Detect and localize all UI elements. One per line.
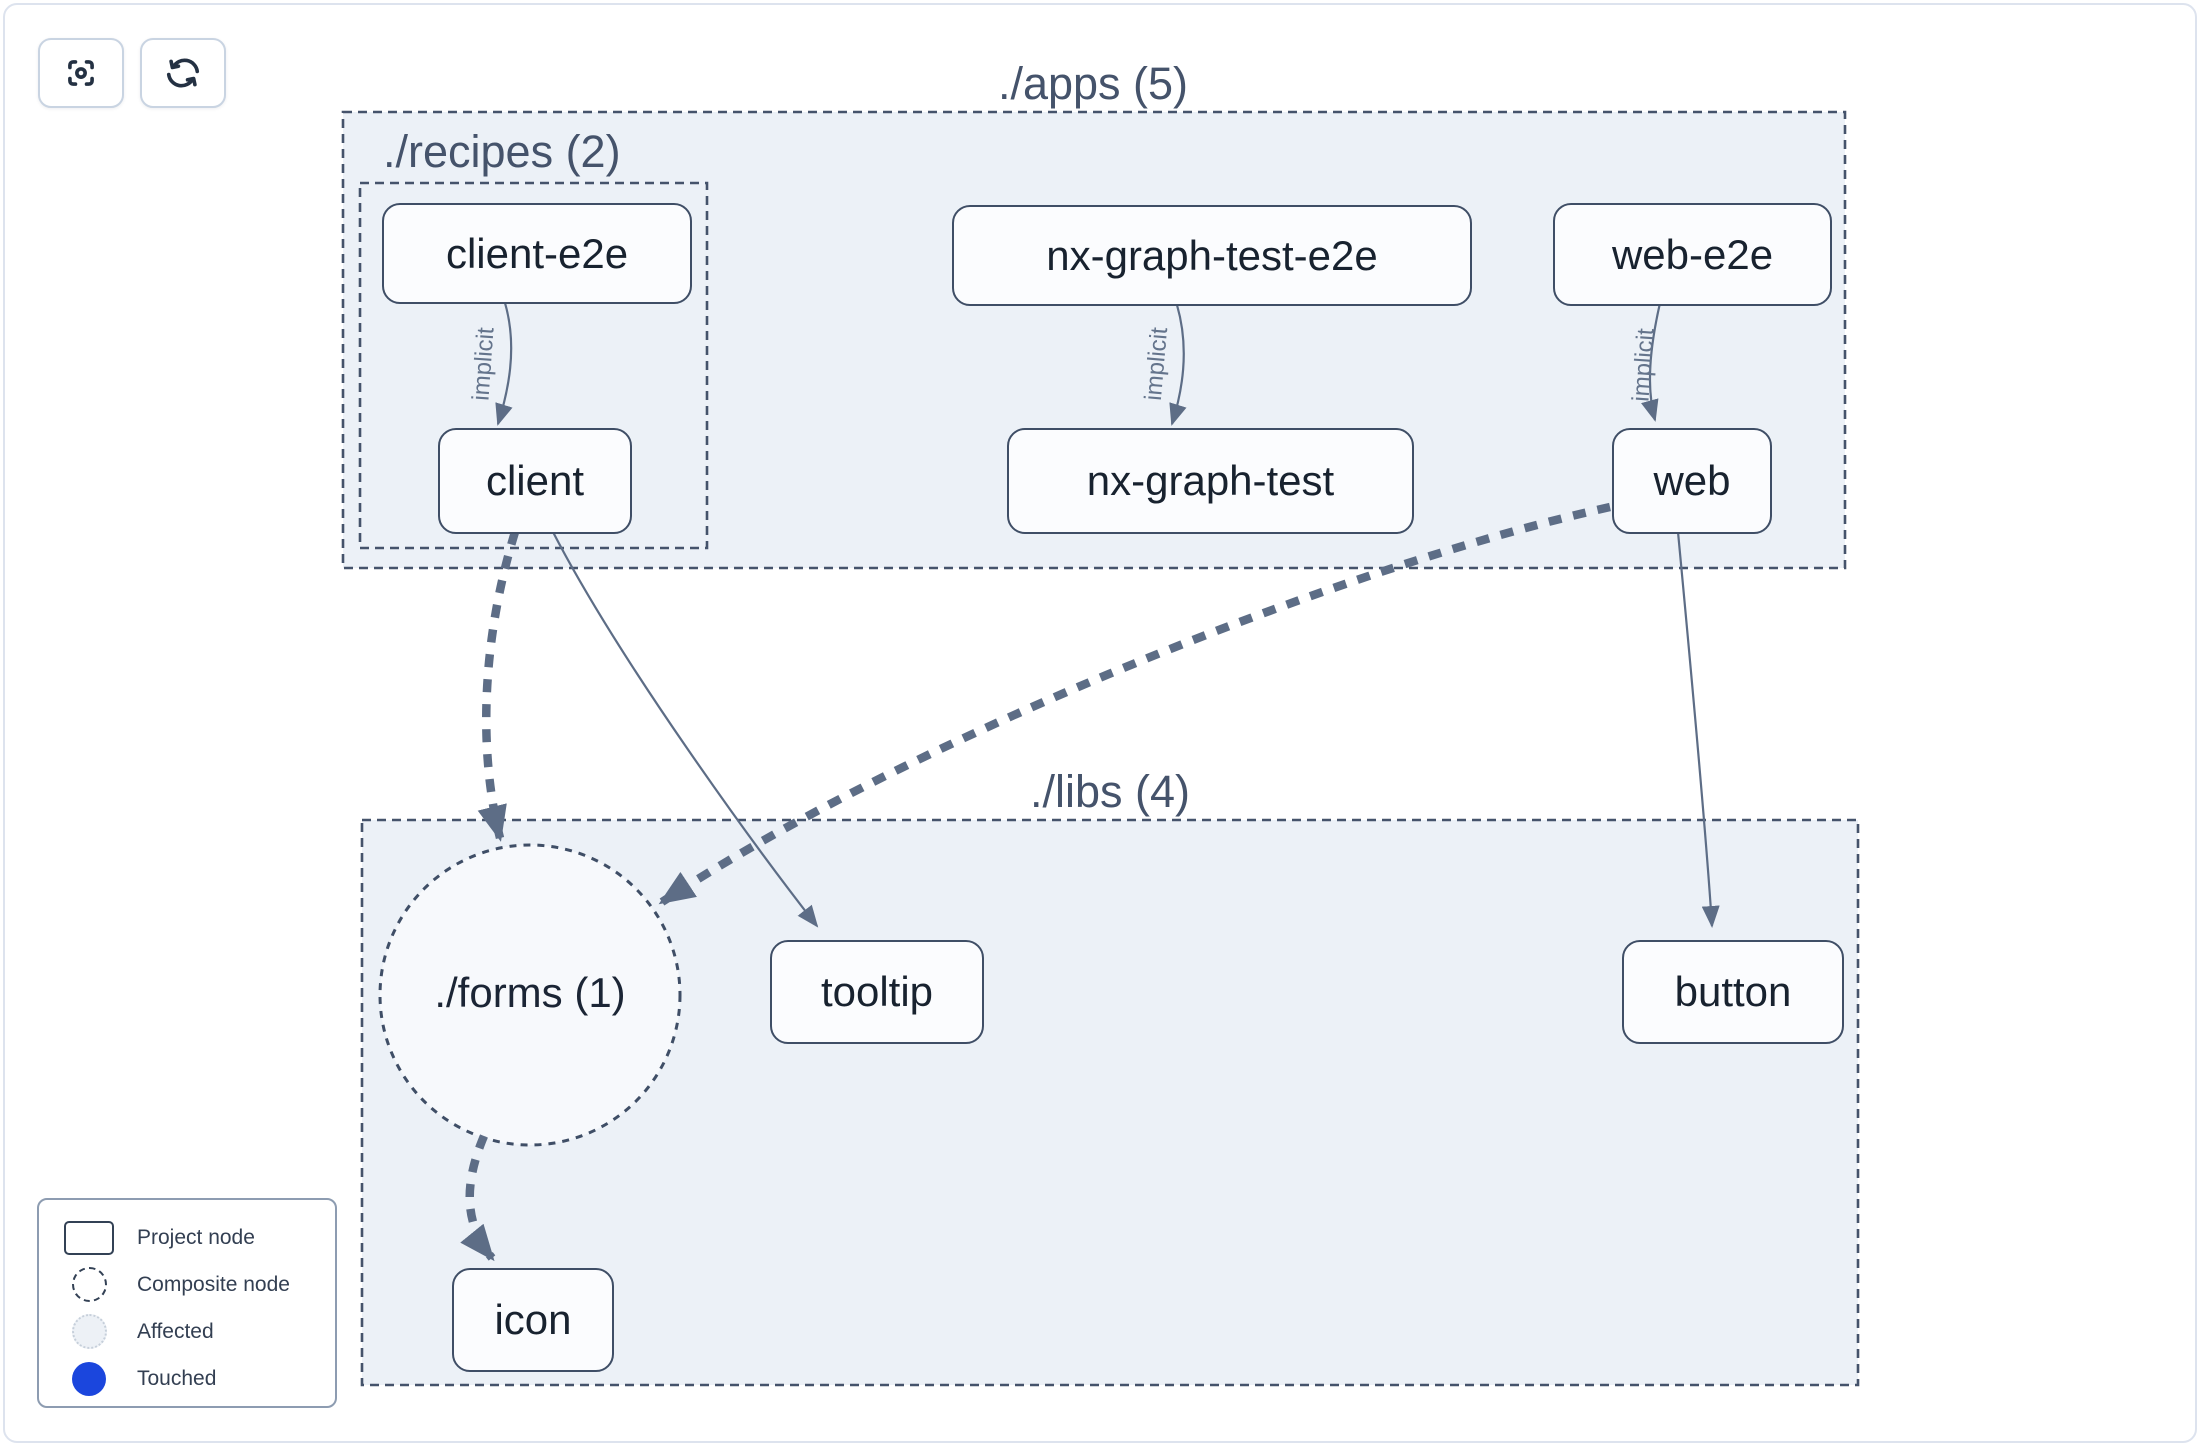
composite-node-swatch <box>71 1267 107 1302</box>
composite-node-forms[interactable] <box>378 843 682 1147</box>
legend-item-touched: Touched <box>63 1355 335 1402</box>
refresh-icon <box>166 58 200 88</box>
composite-node-forms-label[interactable]: ./forms (1) <box>434 969 626 1016</box>
refresh-button[interactable] <box>140 38 226 108</box>
edge-client-to-tooltip <box>552 531 819 928</box>
focus-reset-button[interactable] <box>38 38 124 108</box>
node-icon[interactable]: icon <box>452 1268 614 1372</box>
focus-crosshair-icon <box>68 60 94 86</box>
edge-label-implicit-web: implicit <box>1627 327 1660 403</box>
legend-item-project-node: Project node <box>63 1214 335 1261</box>
legend-item-composite-node: Composite node <box>63 1261 335 1308</box>
project-node-swatch <box>64 1220 114 1255</box>
edge-nx-graph-test-e2e-to-nx-graph-test <box>1169 304 1187 426</box>
cluster-title-libs: ./libs (4) <box>1029 766 1191 817</box>
node-web[interactable]: web <box>1612 428 1772 534</box>
edge-web-to-button <box>1676 531 1720 928</box>
cluster-title-recipes: ./recipes (2) <box>383 126 621 177</box>
node-tooltip[interactable]: tooltip <box>770 940 984 1044</box>
node-client-e2e[interactable]: client-e2e <box>382 203 692 304</box>
edge-client-to-forms <box>477 530 520 842</box>
edge-client-e2e-to-client <box>495 302 513 426</box>
edge-label-implicit-client: implicit <box>467 326 500 402</box>
node-button[interactable]: button <box>1622 940 1844 1044</box>
cluster-title-apps: ./apps (5) <box>997 58 1189 109</box>
node-nx-graph-test[interactable]: nx-graph-test <box>1007 428 1414 534</box>
edge-web-to-forms <box>658 502 1611 906</box>
edge-web-e2e-to-web <box>1641 302 1662 422</box>
legend-label: Composite node <box>137 1272 290 1296</box>
node-web-e2e[interactable]: web-e2e <box>1553 203 1832 306</box>
touched-swatch <box>72 1361 106 1396</box>
legend: Project node Composite node Affected Tou… <box>37 1198 337 1408</box>
legend-label: Project node <box>137 1225 255 1249</box>
legend-label: Affected <box>137 1319 214 1343</box>
legend-label: Touched <box>137 1366 217 1390</box>
node-nx-graph-test-e2e[interactable]: nx-graph-test-e2e <box>952 205 1472 306</box>
legend-item-affected: Affected <box>63 1308 335 1355</box>
affected-swatch <box>71 1314 107 1349</box>
node-client[interactable]: client <box>438 428 632 534</box>
